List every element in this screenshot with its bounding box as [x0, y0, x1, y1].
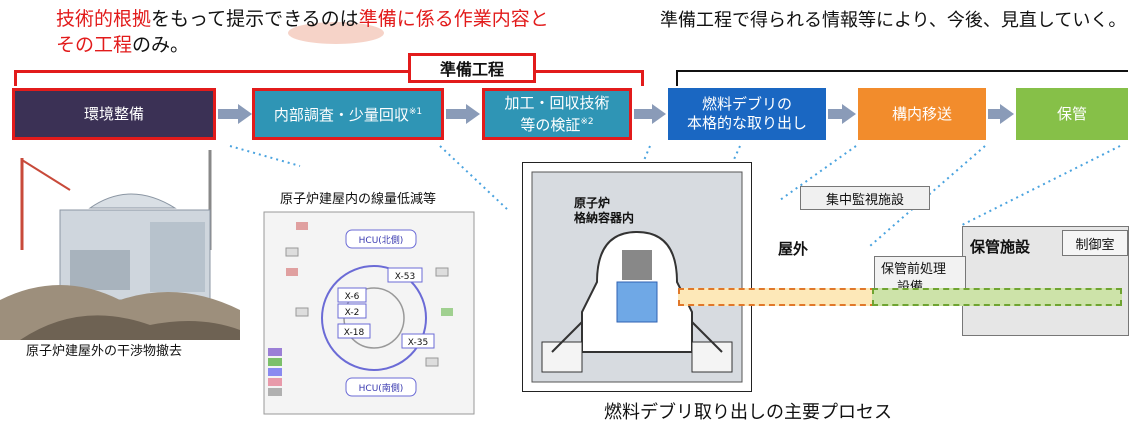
central-monitoring-facility: 集中監視施設: [800, 186, 930, 210]
speech-bubble-decoration: [288, 22, 384, 44]
note-text: のみ。: [132, 34, 190, 56]
flow-arrow-icon: [652, 104, 666, 124]
transfer-path-orange: [678, 288, 876, 306]
step-label: 保管: [1056, 104, 1087, 123]
step-label: 内部調査・少量回収: [273, 106, 409, 124]
step-label: 環境整備: [83, 104, 144, 123]
header-note-right: 準備工程で得られる情報等により、今後、見直していく。: [660, 10, 1127, 31]
reactor-cross-section: [522, 162, 752, 392]
flow-arrow-stem: [218, 109, 240, 119]
step-label: 本格的な取り出し: [686, 114, 807, 132]
floor-plan-title: 原子炉建屋内の線量低減等: [280, 192, 437, 207]
note-red-text: その工程: [56, 34, 133, 56]
flow-arrow-icon: [1000, 104, 1014, 124]
step-label: 加工・回収技術: [504, 93, 610, 112]
caption-left: 原子炉建屋外の干渉物撤去: [26, 344, 183, 359]
flow-arrow-stem: [988, 109, 1000, 119]
reactor-label-line: 格納容器内: [574, 211, 635, 225]
step-environment: 環境整備: [12, 88, 216, 140]
step-full-retrieval: 燃料デブリの本格的な取り出し: [668, 88, 826, 140]
flow-arrow-icon: [466, 104, 480, 124]
step-label: 等の検証: [520, 115, 581, 134]
note-red-text: 技術的根拠: [56, 8, 152, 30]
x6-label: X-6: [345, 292, 360, 302]
flow-arrow-icon: [238, 104, 252, 124]
step-label: 構内移送: [891, 104, 952, 123]
x18-label: X-18: [344, 328, 365, 338]
main-caption: 燃料デブリ取り出しの主要プロセス: [604, 402, 892, 423]
reactor-building-illustration: [0, 150, 240, 340]
flow-arrow-stem: [634, 109, 654, 119]
storage-facility-label: 保管施設: [970, 238, 1031, 256]
x53-label: X-53: [395, 272, 415, 282]
hcu-north-label: HCU(北側): [359, 234, 404, 246]
reactor-label-line: 原子炉: [574, 196, 611, 210]
future-bracket: [676, 70, 1128, 86]
step-storage: 保管: [1016, 88, 1128, 140]
x35-label: X-35: [408, 338, 428, 348]
header-note-left: 技術的根拠をもって提示できるのは準備に係る作業内容と その工程のみ。: [56, 6, 616, 58]
flow-arrow-icon: [842, 104, 856, 124]
control-room: 制御室: [1062, 230, 1128, 256]
step-verification: 加工・回収技術等の検証※2: [482, 88, 632, 140]
step-onsite-transfer: 構内移送: [858, 88, 986, 140]
note-text: をもって提示できるのは: [151, 8, 359, 30]
step-internal-survey: 内部調査・少量回収※1: [252, 88, 444, 140]
x2-label: X-2: [345, 308, 360, 318]
preparation-bracket: [14, 70, 644, 86]
step-label: 燃料デブリの: [701, 95, 792, 113]
hcu-south-label: HCU(南側): [359, 382, 404, 394]
pre-treatment-label: 保管前処理: [881, 262, 947, 277]
outdoor-label: 屋外: [778, 240, 809, 258]
step-footnote: ※1: [408, 107, 423, 117]
preparation-label: 準備工程: [408, 53, 536, 83]
transfer-path-green: [872, 288, 1122, 306]
flow-arrow-stem: [446, 109, 468, 119]
floor-plan-diagram: HCU(北側) HCU(南側) X-53 X-6 X-2 X-18 X-35: [263, 211, 475, 415]
flow-arrow-stem: [828, 109, 844, 119]
note-red-text: 準備に係る作業内容と: [358, 8, 549, 30]
step-footnote: ※2: [580, 116, 594, 127]
reactor-label: 原子炉 格納容器内: [574, 196, 634, 226]
